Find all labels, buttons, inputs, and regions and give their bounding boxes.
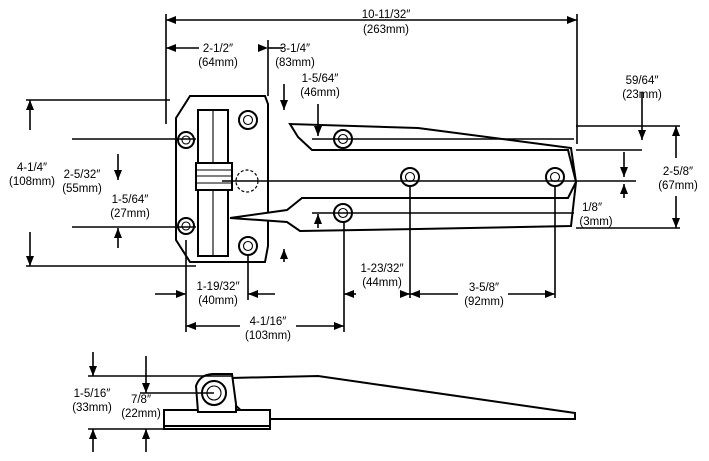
svg-text:(33mm): (33mm) (72, 402, 112, 414)
svg-text:4-1/16″: 4-1/16″ (250, 316, 287, 328)
dimension-label-1-19-32: 1-19/32″ (40mm) (196, 281, 239, 307)
svg-text:59/64″: 59/64″ (626, 75, 659, 87)
strap-hole (545, 167, 565, 187)
dimension-label-overall-length: 10-11/32″ (263mm) (362, 9, 411, 36)
svg-text:3-1/4″: 3-1/4″ (280, 43, 310, 55)
svg-text:(64mm): (64mm) (198, 57, 238, 69)
svg-text:2-5/8″: 2-5/8″ (663, 166, 693, 178)
dimension-label-4-1-4: 4-1/4″ (108mm) (9, 162, 55, 188)
mounting-hole (177, 217, 195, 235)
svg-text:(83mm): (83mm) (275, 57, 315, 69)
svg-text:(55mm): (55mm) (62, 183, 102, 195)
svg-text:(46mm): (46mm) (300, 87, 340, 99)
svg-text:(3mm): (3mm) (579, 216, 612, 228)
dimension-label-2-1-2: 2-1/2″ (64mm) (198, 43, 238, 69)
dimension-label-3-5-8: 3-5/8″ (92mm) (464, 282, 504, 308)
top-view-dimension-lines (26, 14, 680, 332)
svg-text:(40mm): (40mm) (198, 295, 238, 307)
svg-text:10-11/32″: 10-11/32″ (362, 9, 411, 21)
svg-text:(67mm): (67mm) (658, 180, 698, 192)
svg-text:2-1/2″: 2-1/2″ (203, 43, 233, 55)
hinge-strap-top-view (229, 122, 578, 233)
svg-text:1-5/16″: 1-5/16″ (74, 388, 111, 400)
dimension-label-59-64: 59/64″ (23mm) (622, 75, 662, 101)
dimension-label-1-5-64-left: 1-5/64″ (27mm) (110, 194, 150, 220)
svg-text:(103mm): (103mm) (245, 330, 291, 342)
svg-text:3-5/8″: 3-5/8″ (469, 282, 499, 294)
svg-text:1/8″: 1/8″ (582, 202, 602, 214)
mounting-hole (177, 131, 195, 149)
svg-text:7/8″: 7/8″ (131, 394, 151, 406)
hinge-side-view (163, 373, 576, 430)
svg-text:4-1/4″: 4-1/4″ (17, 162, 47, 174)
svg-text:(92mm): (92mm) (464, 296, 504, 308)
svg-text:1-5/64″: 1-5/64″ (112, 194, 149, 206)
svg-text:(263mm): (263mm) (363, 24, 409, 36)
dimension-label-1-8: 1/8″ (3mm) (579, 202, 612, 228)
svg-text:(22mm): (22mm) (121, 408, 161, 420)
hinge-plate-top-view (175, 95, 269, 263)
dimension-label-1-23-32: 1-23/32″ (44mm) (360, 263, 403, 289)
mounting-hole (238, 110, 258, 130)
dimension-label-1-5-16: 1-5/16″ (33mm) (72, 388, 112, 414)
svg-text:(27mm): (27mm) (110, 208, 150, 220)
dimension-label-3-1-4: 3-1/4″ (83mm) (275, 43, 315, 69)
dimension-label-4-1-16: 4-1/16″ (103mm) (245, 316, 291, 342)
side-view-dimension-lines (88, 352, 232, 452)
dimension-label-1-5-64-top: 1-5/64″ (46mm) (300, 73, 340, 99)
svg-text:1-19/32″: 1-19/32″ (196, 281, 239, 293)
svg-text:1-23/32″: 1-23/32″ (360, 263, 403, 275)
strap-hole (400, 167, 420, 187)
svg-text:2-5/32″: 2-5/32″ (64, 169, 101, 181)
svg-text:(23mm): (23mm) (622, 89, 662, 101)
svg-text:(44mm): (44mm) (362, 277, 402, 289)
dimension-label-7-8: 7/8″ (22mm) (121, 394, 161, 420)
svg-text:(108mm): (108mm) (9, 176, 55, 188)
dimension-label-2-5-32: 2-5/32″ (55mm) (62, 169, 102, 195)
dimension-label-2-5-8: 2-5/8″ (67mm) (658, 166, 698, 192)
mounting-hole (238, 236, 258, 256)
svg-text:1-5/64″: 1-5/64″ (302, 73, 339, 85)
